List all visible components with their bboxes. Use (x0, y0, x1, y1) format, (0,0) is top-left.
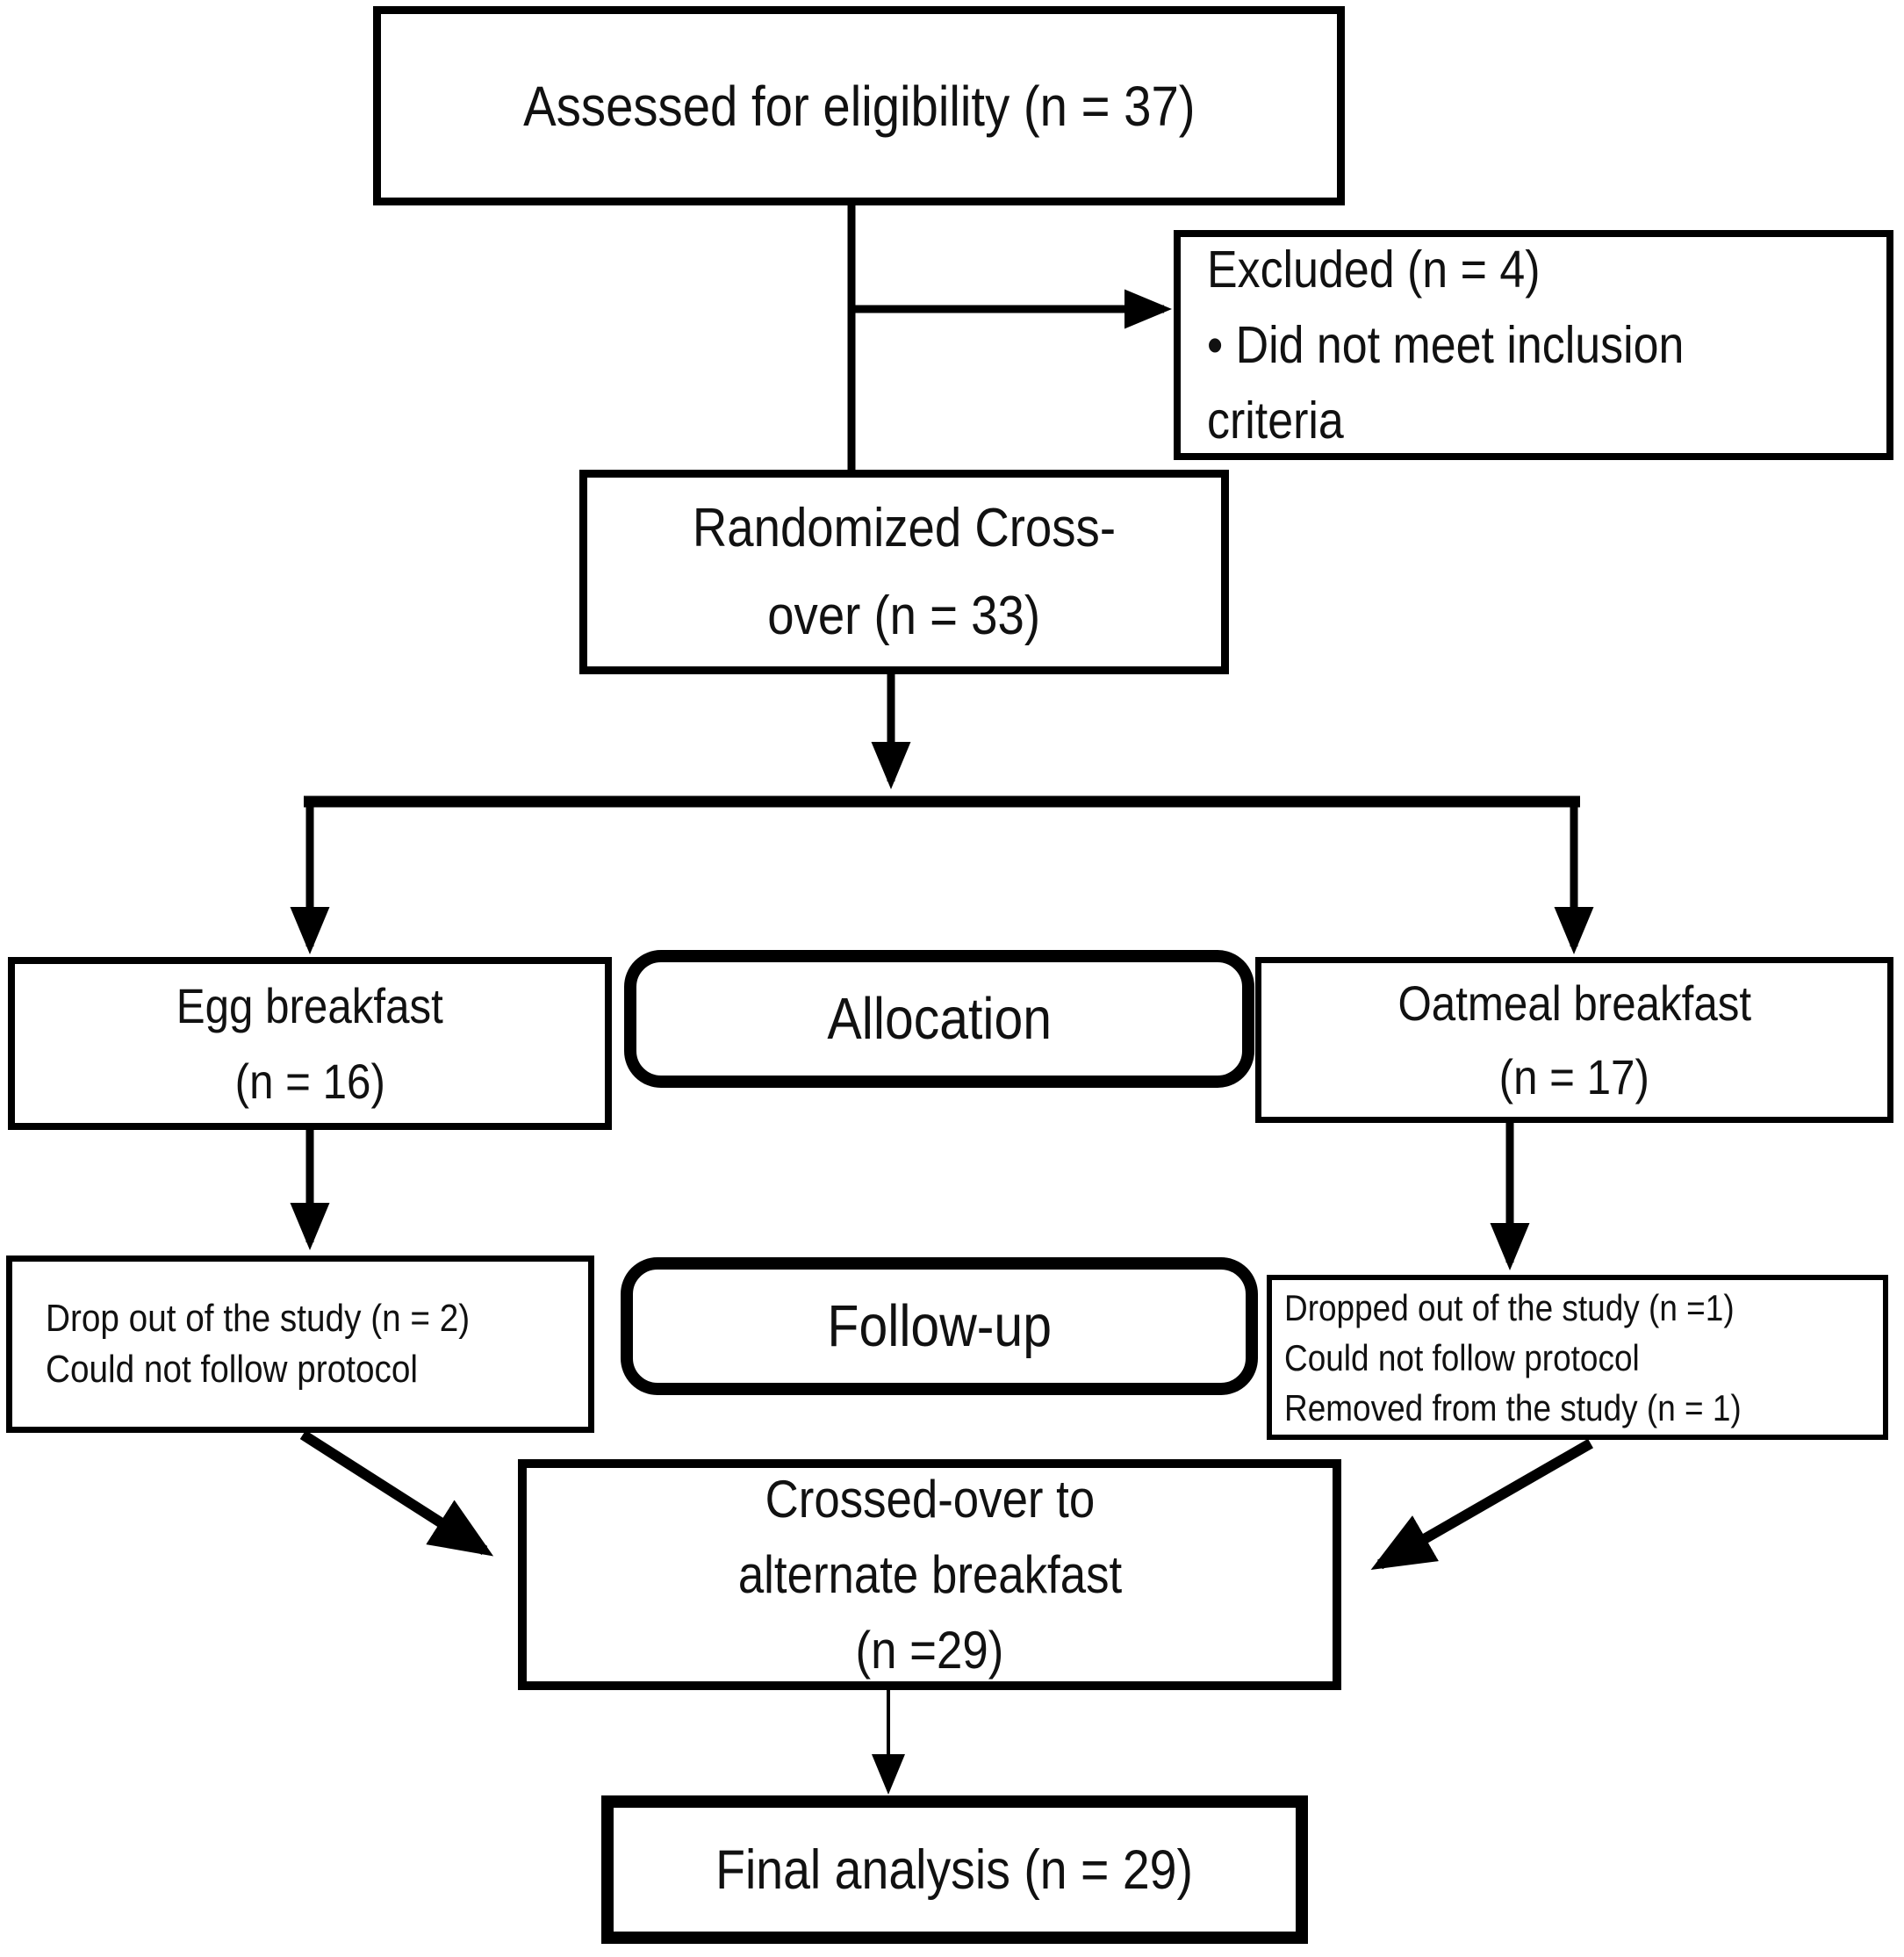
node-oatmeal-breakfast: Oatmeal breakfast (n = 17) (1255, 957, 1893, 1123)
stage-label-text: Allocation (827, 986, 1052, 1052)
node-text-line: Oatmeal breakfast (1397, 975, 1751, 1031)
stage-label-text: Follow-up (827, 1293, 1052, 1359)
node-final-analysis: Final analysis (n = 29) (601, 1795, 1308, 1944)
node-text-line: (n = 17) (1498, 1048, 1650, 1104)
node-egg-breakfast: Egg breakfast (n = 16) (8, 957, 612, 1130)
node-text-line: Could not follow protocol (46, 1348, 419, 1391)
node-text-line: over (n = 33) (767, 585, 1041, 646)
node-egg-followup-dropout: Drop out of the study (n = 2) Could not … (6, 1256, 594, 1433)
node-text-line: Could not follow protocol (1284, 1336, 1640, 1378)
node-text-line: alternate breakfast (737, 1544, 1122, 1604)
arrow-egg-followup-to-crossed (299, 1429, 494, 1557)
node-text-line: Dropped out of the study (n =1) (1284, 1286, 1735, 1328)
node-crossed-over: Crossed-over to alternate breakfast (n =… (518, 1459, 1341, 1690)
node-text-line: Excluded (n = 4) (1207, 241, 1541, 299)
node-text-line: Removed from the study (n = 1) (1284, 1386, 1742, 1428)
node-randomized-crossover: Randomized Cross- over (n = 33) (579, 470, 1229, 674)
node-text-line: (n = 16) (234, 1053, 385, 1109)
node-text-line: Egg breakfast (176, 977, 444, 1033)
node-assessed-eligibility: Assessed for eligibility (n = 37) (373, 6, 1345, 205)
node-text-line: Randomized Cross- (692, 497, 1117, 558)
stage-label-followup: Follow-up (621, 1257, 1258, 1395)
node-excluded: Excluded (n = 4) • Did not meet inclusio… (1174, 230, 1893, 460)
bullet-item: • Did not meet inclusion (1207, 316, 1685, 374)
node-oatmeal-followup-dropout: Dropped out of the study (n =1) Could no… (1267, 1275, 1888, 1440)
node-text-line: Drop out of the study (n = 2) (46, 1297, 471, 1340)
node-text-line: (n =29) (855, 1620, 1004, 1680)
stage-label-allocation: Allocation (624, 950, 1254, 1088)
node-text-line: Assessed for eligibility (n = 37) (522, 74, 1196, 138)
bullet-item-wrap: criteria (1207, 392, 1344, 450)
node-text-line: Crossed-over to (765, 1469, 1095, 1529)
arrow-oatmeal-followup-to-crossed (1370, 1438, 1593, 1570)
node-text-line: Final analysis (n = 29) (715, 1838, 1194, 1901)
